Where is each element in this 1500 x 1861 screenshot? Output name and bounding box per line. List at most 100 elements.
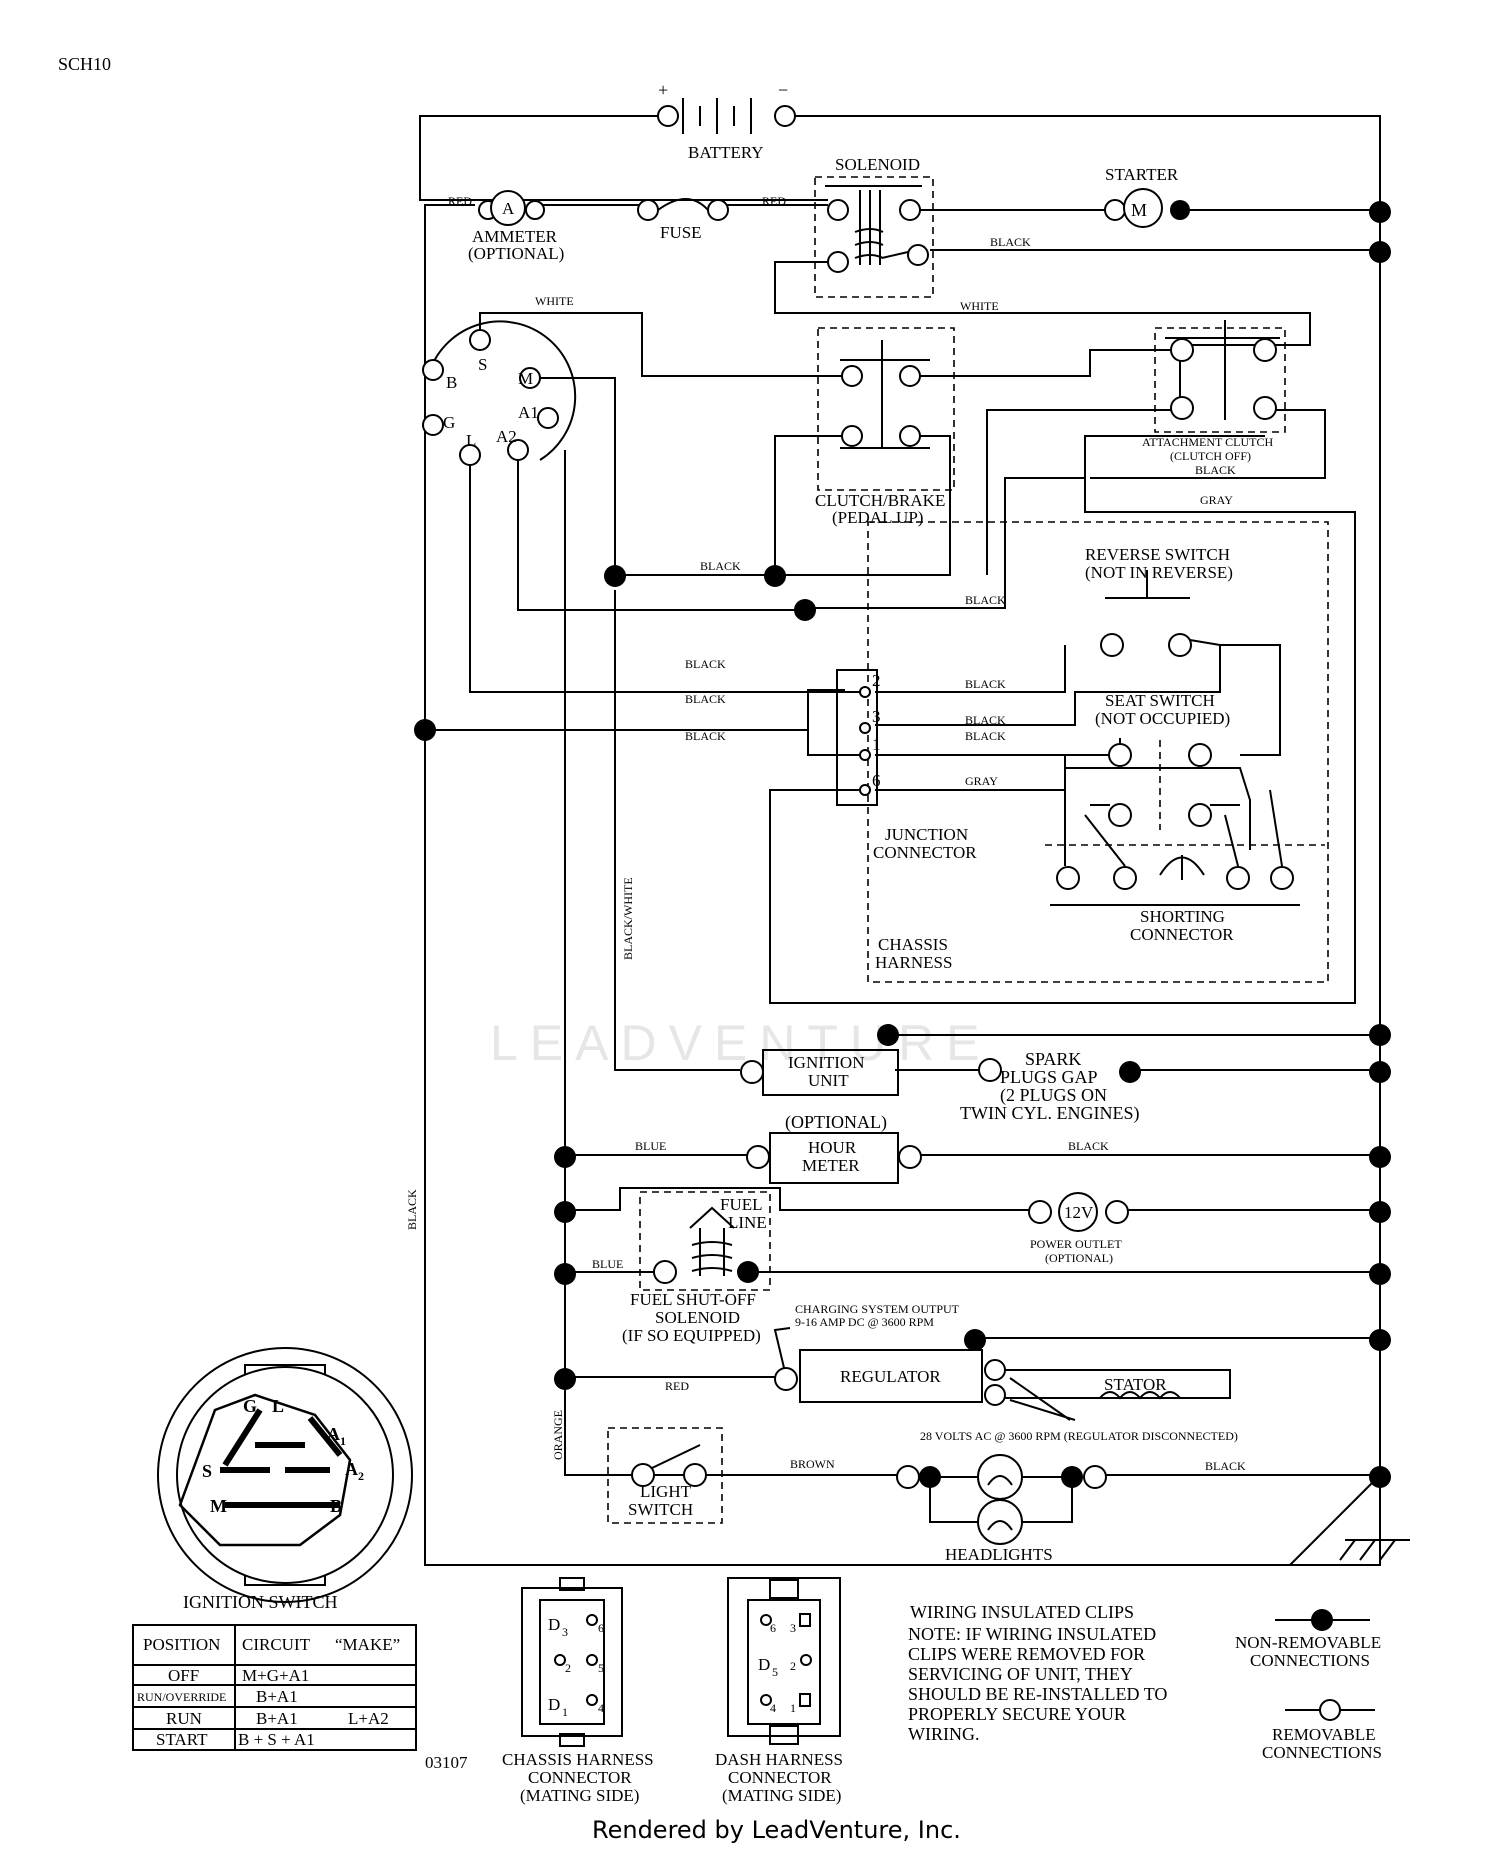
face-pin-s: S [202, 1461, 212, 1481]
fuse: FUSE RED [637, 194, 786, 242]
fuel-shutoff-solenoid: FUEL LINE BLUE FUEL SHUT-OFF SOLENOID (I… [554, 1191, 771, 1345]
headlights: HEADLIGHTS BLACK [896, 1454, 1391, 1564]
spark-1: SPARK [1025, 1049, 1081, 1069]
shorting-label: SHORTING [1140, 907, 1225, 926]
dc-3: 3 [790, 1621, 796, 1635]
wire-black-left: BLACK [405, 1189, 419, 1230]
wire-orange: ORANGE [551, 1410, 565, 1460]
junction-pin-3: 3 [872, 707, 881, 726]
dc-label-3: (MATING SIDE) [722, 1786, 841, 1805]
ign-pin-g: G [443, 413, 455, 432]
volts-label: 28 VOLTS AC @ 3600 RPM (REGULATOR DISCON… [920, 1429, 1238, 1443]
face-pin-b: B [330, 1496, 342, 1516]
face-pin-a2-sub: 2 [358, 1469, 364, 1483]
battery-label: BATTERY [688, 143, 764, 162]
light-switch: LIGHT SWITCH BROWN [607, 1427, 835, 1524]
starter-m: M [1131, 200, 1147, 220]
part-number: 03107 [425, 1753, 468, 1772]
dc-1: 1 [790, 1701, 796, 1715]
light-label: LIGHT [640, 1482, 692, 1501]
wire-blue-1: BLUE [635, 1139, 666, 1153]
table-row-position: RUN [166, 1709, 202, 1728]
seat-switch: SEAT SWITCH (NOT OCCUPIED) [1065, 691, 1251, 850]
junction-pin-1: 1 [872, 735, 881, 754]
reverse-switch: REVERSE SWITCH (NOT IN REVERSE) [1085, 545, 1281, 756]
hour-optional: (OPTIONAL) [785, 1112, 887, 1133]
junction-label: JUNCTION [885, 825, 968, 844]
ign-pin-b: B [446, 373, 457, 392]
dc-label-2: CONNECTOR [728, 1768, 832, 1787]
wire-white-1: WHITE [535, 294, 574, 308]
cc-2: 2 [565, 1661, 571, 1675]
wire-white-2: WHITE [960, 299, 999, 313]
node-left-black [414, 719, 436, 741]
wire-black-sol: BLACK [990, 235, 1031, 249]
fuel-line-1: FUEL [720, 1195, 763, 1214]
face-pin-a1-sub: 1 [340, 1434, 346, 1448]
wire-black-hour: BLACK [1068, 1139, 1109, 1153]
cc-4: 4 [598, 1701, 604, 1715]
table-row-position: RUN/OVERRIDE [137, 1690, 226, 1704]
wire-black-att: BLACK [1195, 463, 1236, 477]
ammeter-a: A [502, 199, 515, 218]
fso-label: FUEL SHUT-OFF [630, 1290, 756, 1309]
hour-meter: (OPTIONAL) HOUR METER BLUE BLACK [554, 1112, 1391, 1184]
hour-label: HOUR [808, 1138, 857, 1157]
table-row-circuit: B+A1 [256, 1687, 298, 1706]
table-header-circuit: CIRCUIT [242, 1635, 311, 1654]
harness-label: CHASSIS [878, 935, 948, 954]
dash-harness-connector: 6 3 D 5 2 4 1 DASH HARNESS CONNECTOR (MA… [715, 1577, 843, 1805]
dc-d5-sub: 5 [772, 1665, 778, 1679]
cc-5: 5 [598, 1661, 604, 1675]
solenoid: SOLENOID [814, 155, 934, 298]
fso-sub-2: (IF SO EQUIPPED) [622, 1326, 761, 1345]
wire-black-white: BLACK/WHITE [621, 877, 635, 960]
junction-connector: 2 3 1 6 JUNCTION CONNECTOR [836, 669, 977, 862]
headlights-label: HEADLIGHTS [945, 1545, 1053, 1564]
ign-pin-a2: A2 [496, 427, 517, 446]
wire-black-j2: BLACK [685, 692, 726, 706]
charge-1: CHARGING SYSTEM OUTPUT [795, 1302, 960, 1316]
ign-pin-a1: A1 [518, 403, 539, 422]
chassis-harness: CHASSIS HARNESS [867, 521, 1329, 983]
dc-d5: D [758, 1655, 770, 1674]
attachment-clutch-switch: ATTACHMENT CLUTCH (CLUTCH OFF) BLACK GRA… [1142, 320, 1286, 507]
ignition-sub: UNIT [808, 1071, 849, 1090]
wiring-note: WIRING INSULATED CLIPS NOTE: IF WIRING I… [908, 1602, 1167, 1744]
battery: + − BATTERY [657, 80, 796, 162]
doc-id: SCH10 [58, 54, 111, 74]
connection-legend: NON-REMOVABLE CONNECTIONS REMOVABLE CONN… [1235, 1609, 1382, 1762]
table-row-circuit: B + S + A1 [238, 1730, 315, 1749]
fso-sub-1: SOLENOID [655, 1308, 740, 1327]
spark-4: TWIN CYL. ENGINES) [960, 1103, 1139, 1124]
wire-black-head: BLACK [1205, 1459, 1246, 1473]
wire-black-j6: BLACK [965, 729, 1006, 743]
note-line-4: SHOULD BE RE-INSTALLED TO [908, 1684, 1167, 1704]
ign-pin-l: L [466, 431, 476, 450]
wire-black-j5: BLACK [965, 713, 1006, 727]
reverse-label: REVERSE SWITCH [1085, 545, 1230, 564]
spark-2: PLUGS GAP [1000, 1067, 1098, 1087]
dc-6: 6 [770, 1621, 776, 1635]
note-line-2: CLIPS WERE REMOVED FOR [908, 1644, 1145, 1664]
table-row-extra: L+A2 [348, 1709, 389, 1728]
ignition-unit: IGNITION UNIT SPARK PLUGS GAP (2 PLUGS O… [740, 1024, 1391, 1124]
table-header-position: POSITION [143, 1635, 220, 1654]
legend-nonremovable-1: NON-REMOVABLE [1235, 1633, 1381, 1652]
note-line-5: PROPERLY SECURE YOUR [908, 1704, 1126, 1724]
wire-red-1: RED [448, 194, 472, 208]
node-reverse [794, 599, 816, 621]
fuel-line-2: LINE [728, 1213, 767, 1232]
power-outlet: 12V POWER OUTLET (OPTIONAL) [1028, 1192, 1391, 1285]
clutch-label: CLUTCH/BRAKE [815, 491, 945, 510]
face-pin-m: M [210, 1496, 227, 1516]
legend-removable-1: REMOVABLE [1272, 1725, 1376, 1744]
wire-black-rev: BLACK [965, 593, 1006, 607]
table-row-circuit: B+A1 [256, 1709, 298, 1728]
outlet-v: 12V [1064, 1203, 1094, 1222]
junction-pin-6: 6 [872, 771, 881, 790]
harness-sub: HARNESS [875, 953, 952, 972]
clutch-brake-switch: CLUTCH/BRAKE (PEDAL UP) [815, 327, 955, 527]
ign-switch-title: IGNITION SWITCH [183, 1592, 337, 1612]
